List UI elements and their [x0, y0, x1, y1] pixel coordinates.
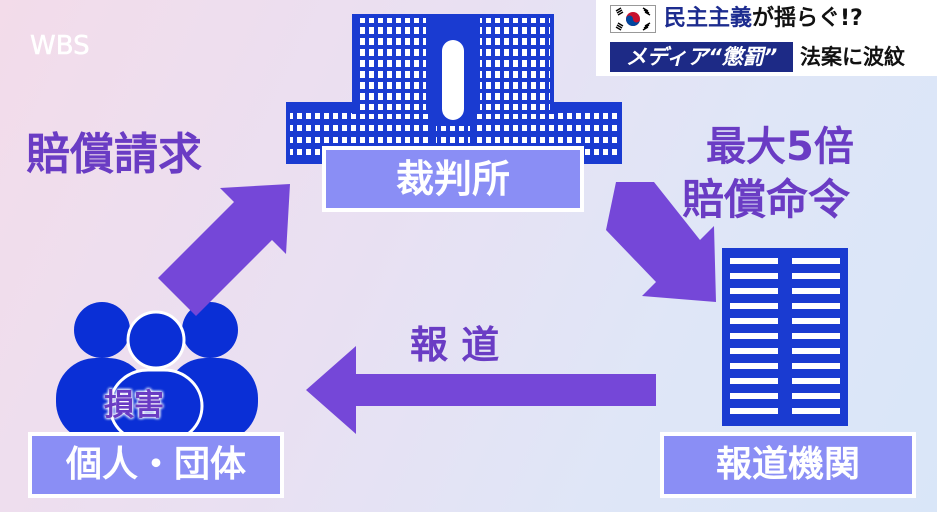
claim-arrow: [158, 184, 290, 316]
media-building-icon: [722, 248, 848, 426]
court-label: 裁判所: [322, 146, 584, 212]
banner-row-2: メディア“懲罰” 法案に波紋: [596, 38, 937, 76]
people-label: 個人・団体: [28, 432, 284, 498]
order-arrow: [606, 182, 716, 302]
people-group-icon: [54, 296, 294, 442]
news-banner: 民主主義が揺らぐ!? メディア“懲罰” 法案に波紋: [596, 0, 937, 76]
banner-headline-highlight: 民主主義: [664, 6, 753, 31]
damage-label: 損害: [104, 388, 164, 423]
report-label: 報 道: [410, 323, 500, 367]
banner-headline-2-rest: 法案に波紋: [800, 45, 905, 69]
claim-label: 賠償請求: [26, 129, 202, 180]
wbs-logo: WBS: [28, 14, 98, 74]
order-label-line1: 最大5倍: [706, 124, 854, 170]
logo-text: WBS: [30, 31, 90, 61]
report-arrow: [306, 346, 656, 434]
media-label: 報道機関: [660, 432, 916, 498]
banner-row-1: 民主主義が揺らぐ!?: [596, 0, 937, 38]
order-label-line2: 賠償命令: [682, 175, 851, 224]
banner-headline-1: 民主主義が揺らぐ!?: [664, 2, 863, 36]
korea-flag-icon: [610, 5, 656, 33]
banner-headline-rest: が揺らぐ!?: [752, 6, 863, 31]
banner-headline-2-box: メディア“懲罰”: [610, 42, 793, 72]
